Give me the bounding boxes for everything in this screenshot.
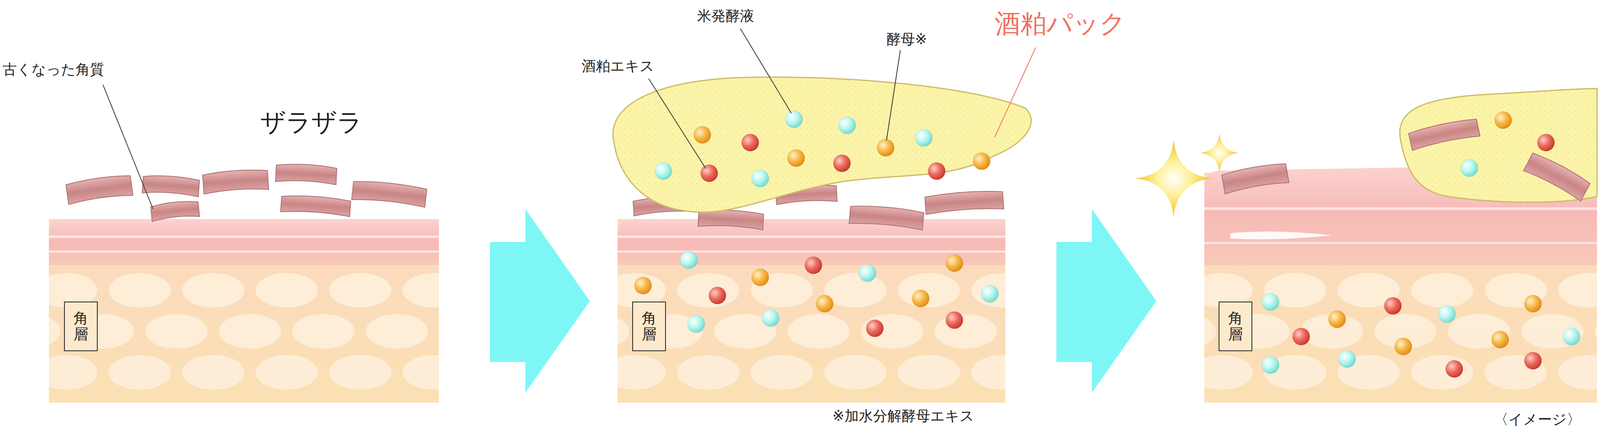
label: ※加水分解酵母エキス <box>832 408 975 425</box>
skin-block <box>48 219 439 404</box>
skin-cells <box>0 273 1600 391</box>
sake-lees-pack <box>1399 88 1597 203</box>
layer-label: 角層 <box>1228 310 1243 343</box>
layer-box: 角層 <box>64 301 98 352</box>
peeling-keratin <box>1408 117 1592 202</box>
label: 米発酵液 <box>697 7 755 25</box>
layer-label: 角層 <box>641 310 657 343</box>
label: 酵母※ <box>886 31 928 48</box>
sparkle <box>1200 134 1239 173</box>
sake-lees-pack <box>612 77 1031 213</box>
label: 酒粕エキス <box>581 57 655 75</box>
sparkle <box>1134 139 1213 218</box>
ingredient-dots <box>634 110 1581 378</box>
leader-line <box>102 28 901 210</box>
layer-box: 角層 <box>1218 301 1253 352</box>
label: ザラザラ <box>260 108 363 138</box>
layer-box: 角層 <box>632 301 666 352</box>
process-arrow <box>1056 209 1157 394</box>
process-arrow <box>489 209 590 394</box>
layer-label: 角層 <box>73 310 89 343</box>
label: 〈イメージ〉 <box>1494 411 1581 429</box>
label: 古くなった角質 <box>2 61 105 78</box>
label: 酒粕パック <box>994 8 1126 39</box>
skin-block <box>617 219 1006 404</box>
leader-line <box>994 47 1036 138</box>
